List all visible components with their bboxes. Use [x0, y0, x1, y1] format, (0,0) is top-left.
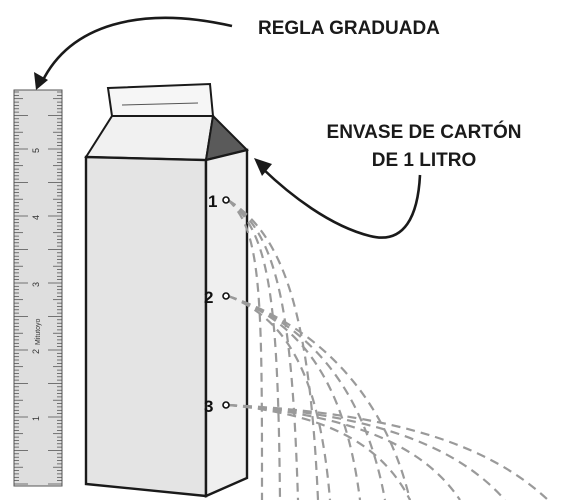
carton-label-line1: ENVASE DE CARTÓN: [327, 121, 522, 143]
stream-hole-1-c: [227, 199, 300, 500]
ruler-number-2: 2: [31, 349, 41, 354]
carton-label-line2: DE 1 LITRO: [372, 150, 477, 171]
ruler-number-5: 5: [31, 148, 41, 153]
carton-seal: [106, 82, 215, 117]
stream-hole-2-d: [227, 294, 412, 500]
ruler-pointer-arrow: [40, 16, 233, 83]
hole-2: 2: [204, 288, 230, 307]
milk-carton: [84, 82, 249, 498]
ruler-brand: Mitutoyo: [35, 318, 42, 345]
carton-front-face: [84, 155, 208, 498]
ruler-number-3: 3: [31, 282, 41, 287]
stream-hole-1-b: [227, 199, 282, 500]
carton-pointer-arrow: [261, 167, 422, 239]
stream-hole-2-a: [227, 294, 332, 500]
stream-hole-2-b: [227, 294, 362, 500]
hole-1-label: 1: [208, 192, 217, 211]
stream-hole-3-d: [227, 403, 549, 500]
stream-hole-1-d: [227, 199, 320, 500]
hole-2-label: 2: [204, 288, 213, 307]
carton-gable-front: [84, 115, 215, 162]
stream-hole-1-a: [227, 199, 264, 500]
hole-1: 1: [208, 192, 230, 211]
stream-hole-3-b: [227, 403, 461, 500]
stream-hole-2-c: [227, 294, 387, 500]
graduated-ruler: 5 4 3 2 1 Mitutoyo: [13, 89, 63, 487]
ruler-pointer-arrowhead: [34, 72, 48, 90]
carton-pointer-arrowhead: [254, 158, 272, 176]
hole-3: 3: [204, 397, 230, 416]
carton-side-face: [204, 148, 249, 498]
ruler-number-1: 1: [31, 416, 41, 421]
water-streams: [227, 199, 549, 500]
ruler-label: REGLA GRADUADA: [258, 18, 440, 39]
hole-3-label: 3: [204, 397, 213, 416]
ruler-number-4: 4: [31, 215, 41, 220]
